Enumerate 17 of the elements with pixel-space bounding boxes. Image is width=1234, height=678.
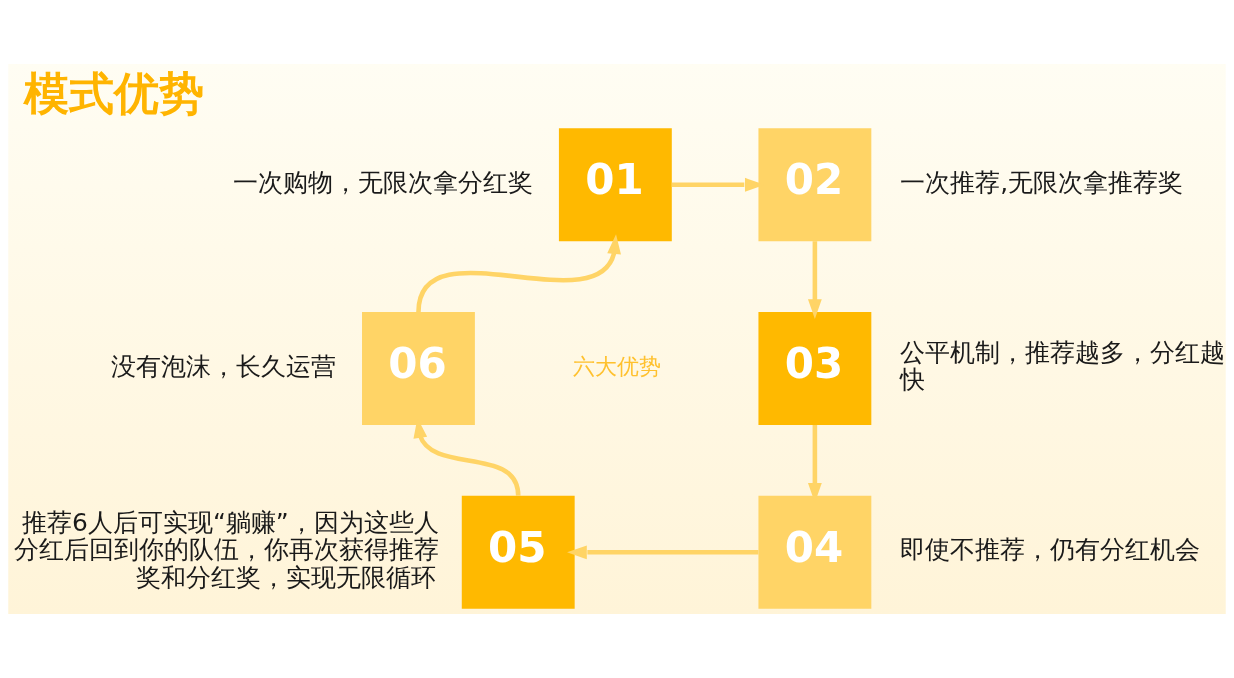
node-label: 推荐6人后可实现“躺赚”，因为这些人分红后回到你的队伍，你再次获得推荐奖和分红奖，实现无限循环: [14, 507, 440, 593]
diagram-title: 模式优势: [24, 67, 205, 120]
arrow: [416, 234, 621, 313]
node-box: 06: [362, 312, 475, 425]
node-label: 一次购物，无限次拿分红奖: [233, 167, 534, 197]
node-label: 即使不推荐，仍有分红机会: [900, 535, 1201, 565]
node-box: 03: [758, 312, 872, 425]
node-label: 没有泡沫，长久运营: [111, 351, 337, 381]
label: 六大优势: [572, 352, 661, 379]
node-box: 05: [461, 495, 575, 609]
arrow: [807, 241, 822, 320]
node-label: 公平机制，推荐越多，分红越快: [900, 337, 1226, 395]
node-box: 02: [758, 128, 872, 242]
node-label: 一次推荐,无限次拿推荐奖: [900, 167, 1184, 197]
node-box: 01: [558, 128, 672, 242]
arrow: [567, 545, 759, 560]
node-box: 04: [758, 495, 872, 609]
